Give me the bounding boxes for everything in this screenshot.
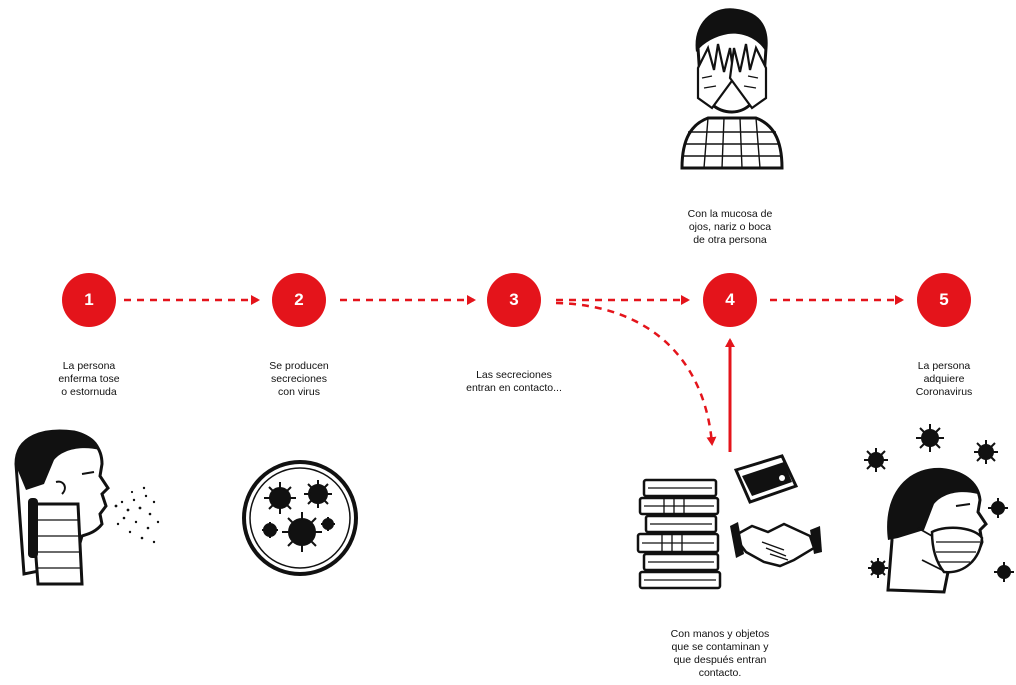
step-circle-2: 2 xyxy=(272,273,326,327)
step-label-2: Se producen secreciones con virus xyxy=(239,360,359,399)
masked-person-icon xyxy=(858,420,1016,594)
step-circle-4: 4 xyxy=(703,273,757,327)
step-circle-3: 3 xyxy=(487,273,541,327)
step-label-3: Las secreciones entran en contacto... xyxy=(444,369,584,395)
step-number-4: 4 xyxy=(725,290,734,310)
step-number-3: 3 xyxy=(509,290,518,310)
virus-dish-icon xyxy=(240,458,360,578)
step-circle-5: 5 xyxy=(917,273,971,327)
step-label-5: La persona adquiere Coronavirus xyxy=(884,360,1004,399)
coughing-person-icon xyxy=(4,424,164,604)
step-number-5: 5 xyxy=(939,290,948,310)
indirect-route-label: Con manos y objetos que se contaminan y … xyxy=(652,628,788,680)
step-circle-1: 1 xyxy=(62,273,116,327)
face-touching-person-icon xyxy=(668,8,796,176)
step-number-2: 2 xyxy=(294,290,303,310)
step-label-1: La persona enferma tose o estornuda xyxy=(29,360,149,399)
step-number-1: 1 xyxy=(84,290,93,310)
books-wallet-handshake-icon xyxy=(634,452,824,592)
step-label-4: Con la mucosa de ojos, nariz o boca de o… xyxy=(663,208,797,247)
